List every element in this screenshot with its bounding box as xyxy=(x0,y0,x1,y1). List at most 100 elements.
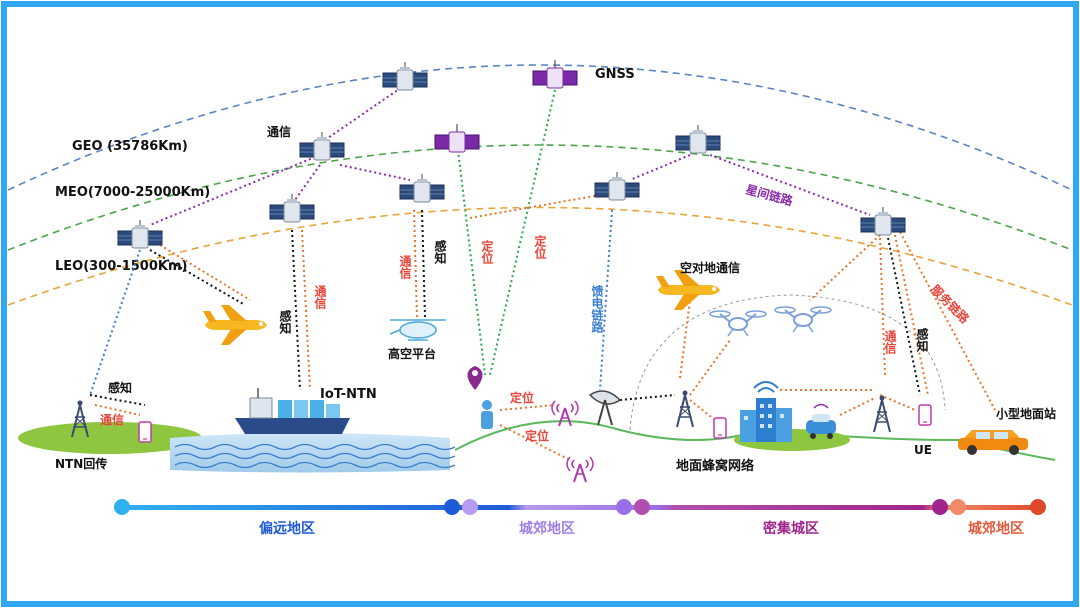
comm-label-backhaul: 通信 xyxy=(100,412,124,427)
ground-cellular-label: 地面蜂窝网络 xyxy=(676,458,754,474)
ue-phone-icon xyxy=(918,404,932,426)
region-marker-2-start xyxy=(462,499,478,515)
region-marker-4-end xyxy=(1030,499,1046,515)
satellite-geo-icon xyxy=(382,61,428,91)
link-sat-ue-comm xyxy=(894,234,929,396)
meo-label: MEO(7000-25000Km) xyxy=(55,185,210,200)
link-sat-tower xyxy=(879,237,886,376)
satellite-leo-1-icon xyxy=(117,219,163,249)
ground-station-car-icon xyxy=(958,430,1028,455)
link-tower-phone xyxy=(689,399,716,421)
link-leo-plane-sense xyxy=(149,249,246,306)
region-dense-urban-label: 密集城区 xyxy=(762,520,819,537)
comm-label-ship: 通信 xyxy=(313,284,327,310)
region-marker-1-end xyxy=(444,499,460,515)
positioning-label-4: 定位 xyxy=(525,428,549,443)
positioning-label-1: 定位 xyxy=(480,239,494,265)
link-meo-leo3 xyxy=(339,164,411,181)
drone-2-icon xyxy=(774,306,832,333)
satellite-meo-right-icon xyxy=(675,124,721,154)
ntn-backhaul-label: NTN回传 xyxy=(55,456,107,471)
inter-satellite-link-label: 星间链路 xyxy=(744,181,795,208)
high-altitude-platform-label: 高空平台 xyxy=(388,346,436,361)
small-ground-station-label: 小型地面站 xyxy=(996,406,1056,421)
link-geo-meo xyxy=(324,84,406,141)
service-link-label: 服务链路 xyxy=(928,282,973,327)
link-inter-sat-1 xyxy=(629,154,691,181)
satellite-leo-2-icon xyxy=(269,193,315,223)
link-tower-plane xyxy=(679,299,691,379)
region-marker-4-start xyxy=(950,499,966,515)
sense-label-hap: 感知 xyxy=(433,239,447,265)
link-meo-leo2 xyxy=(294,164,321,201)
gnss-satellite-2-icon xyxy=(434,123,480,153)
comm-label-ue: 通信 xyxy=(883,329,897,355)
city-tower-left-icon xyxy=(676,389,694,428)
location-pin-icon xyxy=(467,366,483,390)
link-leo-backhaul xyxy=(89,249,141,396)
link-leo-hap-comm xyxy=(413,209,418,319)
comm-top-label: 通信 xyxy=(267,124,291,139)
link-car-tower xyxy=(839,397,876,416)
link-gnss-pos-2 xyxy=(489,89,556,376)
helicopter-icon xyxy=(389,319,446,341)
leo-orbit xyxy=(7,206,1073,306)
left-island xyxy=(18,422,202,454)
link-leo-hap-sense xyxy=(421,209,426,319)
region-marker-2-end xyxy=(616,499,632,515)
link-tower-drone xyxy=(689,339,731,396)
region-marker-3-end xyxy=(932,499,948,515)
meo-orbit xyxy=(7,144,1073,251)
city-tower-right-icon xyxy=(873,394,891,433)
link-leo-ship-comm xyxy=(301,229,311,391)
drone-1-icon xyxy=(709,310,767,337)
user-icon xyxy=(481,400,493,429)
region-marker-start xyxy=(114,499,130,515)
coverage-dome xyxy=(629,294,946,431)
satellite-leo-5-icon xyxy=(860,206,906,236)
link-inter-sat-2 xyxy=(709,154,871,216)
positioning-label-3: 定位 xyxy=(510,390,534,405)
leo-label: LEO(300-1500Km) xyxy=(55,259,187,274)
link-dish-tower xyxy=(619,394,676,401)
comm-label-hap: 通信 xyxy=(398,254,412,280)
link-orange-leo xyxy=(469,194,601,219)
link-meo-leo xyxy=(149,154,321,226)
city-buildings-icon xyxy=(740,381,792,442)
geo-orbit xyxy=(7,64,1073,191)
air-to-ground-label: 空对地通信 xyxy=(680,260,740,275)
satellite-dish-icon xyxy=(588,390,622,426)
link-service xyxy=(899,231,996,411)
sense-label-ship: 感知 xyxy=(278,309,292,335)
feeder-link-label: 馈电链路 xyxy=(590,284,604,334)
region-suburban-2-label: 城郊地区 xyxy=(968,520,1024,537)
link-ue-signal xyxy=(499,424,571,461)
link-feeder xyxy=(599,209,613,391)
gnss-label: GNSS xyxy=(595,67,635,82)
city-phone-icon xyxy=(713,417,727,439)
airplane-right-icon xyxy=(656,270,720,310)
left-phone-icon xyxy=(138,421,152,443)
positioning-label-2: 定位 xyxy=(533,234,547,260)
satellite-meo-icon xyxy=(299,131,345,161)
gnss-satellite-icon xyxy=(532,59,578,89)
iot-ntn-label: IoT-NTN xyxy=(320,387,377,402)
links xyxy=(89,84,996,461)
satellite-leo-3-icon xyxy=(399,173,445,203)
region-bar xyxy=(122,505,1042,510)
sea-waves xyxy=(174,443,456,469)
ue-label: UE xyxy=(914,443,932,457)
link-backhaul-sense xyxy=(89,394,146,406)
region-marker-3-start xyxy=(634,499,650,515)
link-ue-tower xyxy=(499,404,556,411)
link-tower-ue xyxy=(879,394,916,411)
region-remote-label: 偏远地区 xyxy=(259,520,315,537)
link-sat-drone xyxy=(809,234,881,301)
link-leo-ship-sense xyxy=(291,229,301,391)
sense-label-ue: 感知 xyxy=(915,327,929,353)
satellite-leo-4-icon xyxy=(594,171,640,201)
ship-icon xyxy=(235,388,350,434)
